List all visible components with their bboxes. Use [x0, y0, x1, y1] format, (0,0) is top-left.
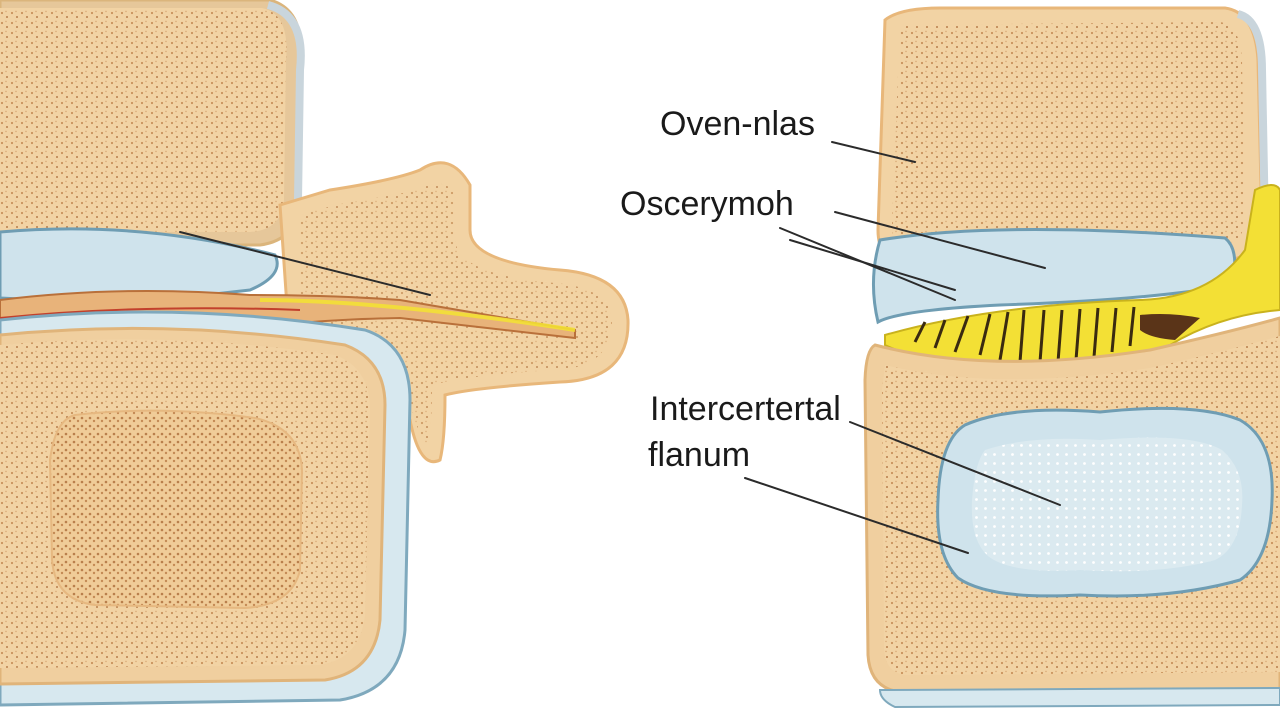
left-cancellous-core: [48, 409, 304, 610]
label-middle: Oscerymoh: [620, 185, 794, 223]
leader-middle-1: [834, 211, 1046, 269]
leader-bottom-1: [849, 421, 1061, 506]
label-bottom-line2: flanum: [648, 436, 750, 474]
right-intervertebral-disc: [872, 227, 1237, 325]
label-top: Oven-nlas: [660, 105, 815, 143]
right-vertebra-illustration: [863, 6, 1280, 709]
label-bottom-line1: Intercertertal: [650, 390, 841, 428]
leader-top: [831, 141, 916, 163]
leader-middle-3: [789, 239, 956, 291]
left-vertebra-illustration: [0, 0, 630, 707]
annotation-layer: Oven-nlas Oscerymoh Intercertertal flanu…: [179, 105, 1061, 554]
leader-bottom-2: [744, 477, 969, 554]
leader-left: [179, 231, 431, 296]
right-compressed-fibers: [913, 306, 1136, 363]
